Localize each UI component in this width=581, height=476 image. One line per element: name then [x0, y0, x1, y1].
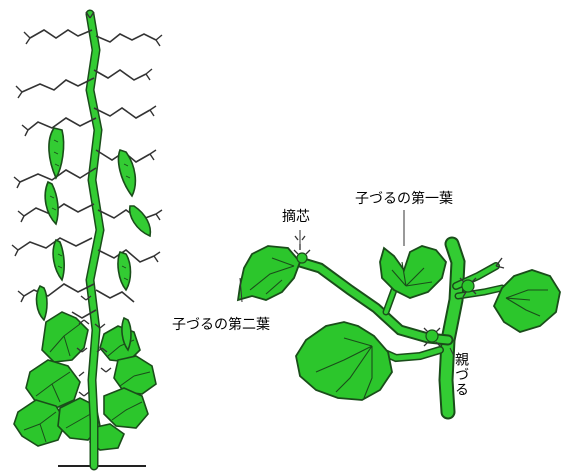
right-detail [238, 210, 560, 412]
lateral-first-leaf [380, 246, 446, 298]
leaf [42, 312, 88, 362]
left-plant [12, 12, 162, 466]
lateral-first-leaf-label: 子づるの第一葉 [355, 192, 453, 206]
lateral-second-leaf-label: 子づるの第二葉 [172, 318, 270, 332]
cucumber-fruit [37, 286, 47, 320]
leaf [114, 356, 156, 394]
cucumber-fruit [45, 182, 58, 224]
lower-leaf [296, 322, 392, 400]
cucumber-fruit [53, 240, 64, 280]
cucumber-fruit [130, 206, 151, 236]
pinching-label: 摘芯 [282, 210, 310, 224]
right-leaf [494, 270, 560, 332]
cucumber-fruit [119, 150, 136, 196]
lower-leaves [14, 312, 156, 450]
tendril-marks [12, 12, 162, 396]
main-vine-label: 親づる [454, 352, 468, 397]
cucumber-fruit [118, 252, 131, 290]
